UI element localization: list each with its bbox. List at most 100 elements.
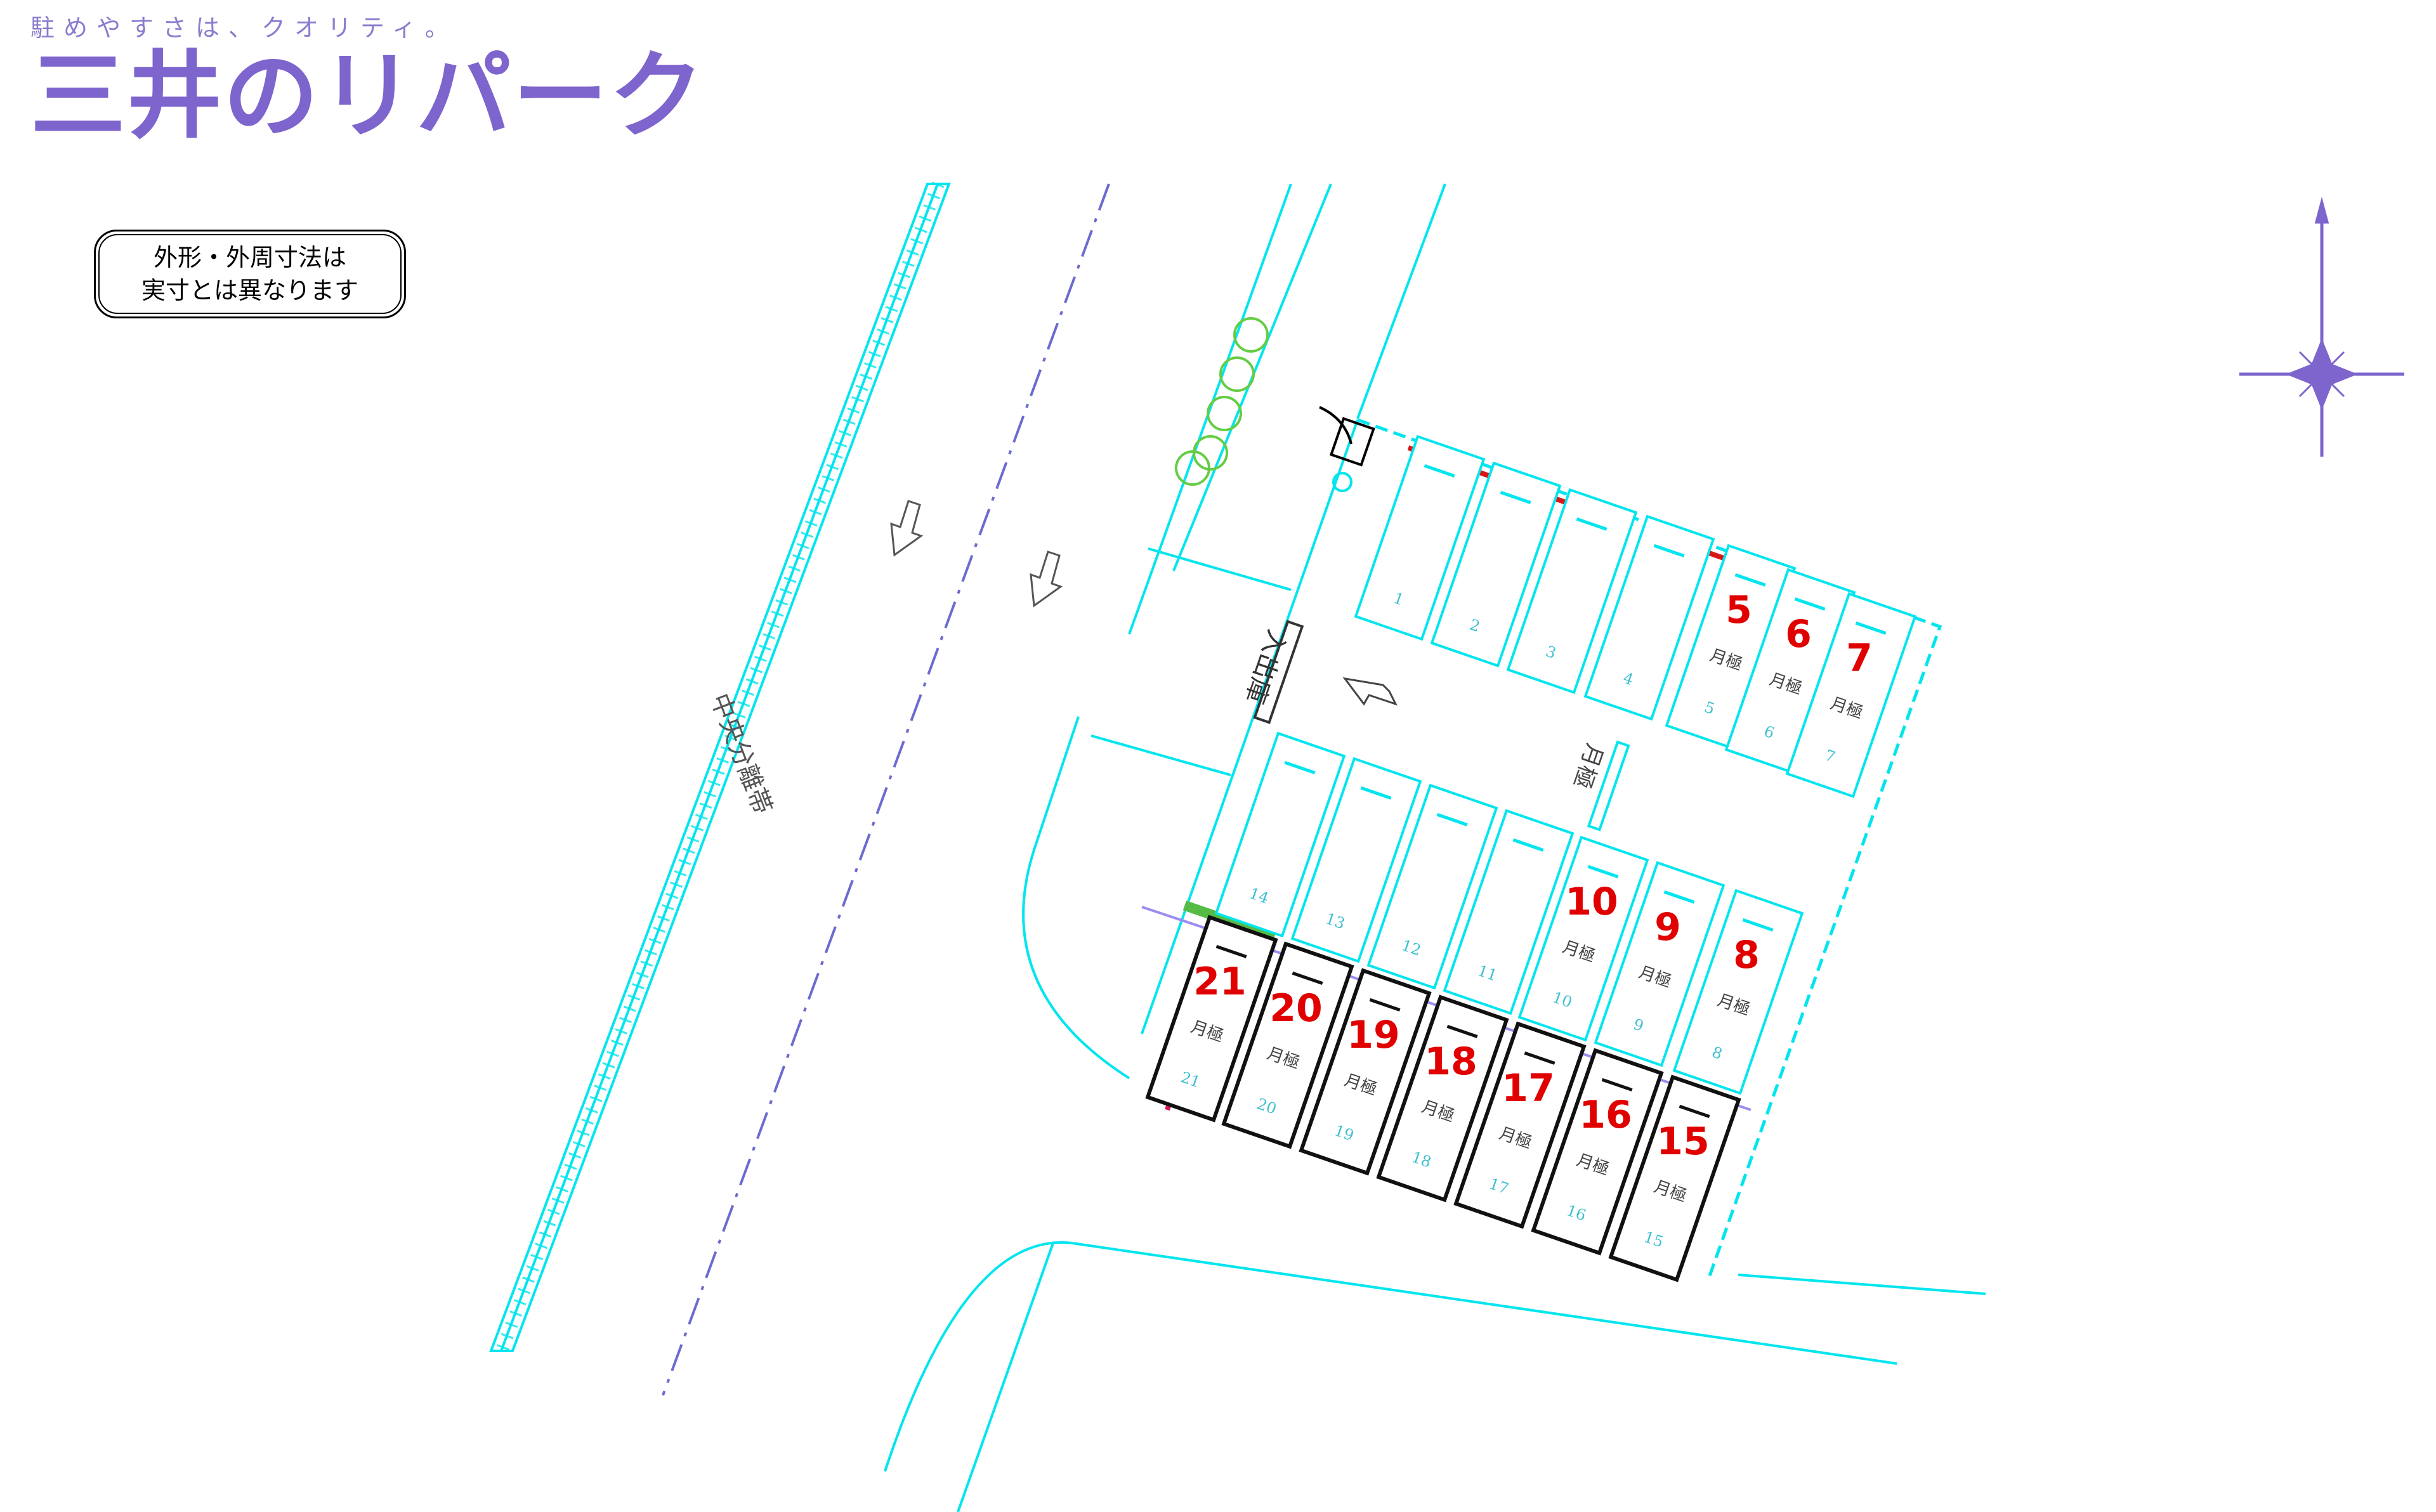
- parking-space-outline: [1214, 731, 1346, 938]
- wheel-stop: [1663, 890, 1695, 904]
- wheel-stop: [1512, 838, 1544, 852]
- wheel-stop: [1424, 464, 1455, 478]
- notice-line-2: 実寸とは異なります: [141, 277, 358, 304]
- parking-space-number: 5: [1726, 588, 1752, 632]
- road-edge-right: [662, 183, 1110, 1396]
- parking-space-number: 10: [1565, 880, 1618, 924]
- parking-space-number: 7: [1846, 636, 1873, 681]
- monthly-sign: 月極: [1568, 740, 1630, 831]
- parking-space-outline: [1299, 968, 1432, 1176]
- parking-space-outline: [1517, 835, 1649, 1042]
- wheel-stop: [1855, 621, 1887, 635]
- south-road-edge: [1071, 1242, 1897, 1365]
- gate-booth: [1319, 406, 1375, 492]
- parking-space-outline: [1221, 941, 1354, 1149]
- parking-space-number: 6: [1785, 612, 1812, 656]
- wheel-stop: [1215, 944, 1247, 958]
- parking-space-4[interactable]: 4: [1583, 514, 1715, 721]
- parking-space-outline: [1354, 434, 1486, 641]
- parking-space-1[interactable]: 1: [1354, 434, 1486, 641]
- parking-space-outline: [1506, 488, 1638, 694]
- parking-space-number: 21: [1193, 960, 1247, 1004]
- parking-space-2[interactable]: 2: [1430, 461, 1562, 668]
- parking-space-number: 18: [1424, 1040, 1477, 1084]
- wheel-stop: [1446, 1024, 1478, 1038]
- parking-space-14[interactable]: 14: [1214, 731, 1346, 938]
- brand-tagline: 駐めやすさは、クオリティ。: [30, 14, 458, 42]
- parking-space-number: 9: [1654, 905, 1681, 949]
- wheel-stop: [1284, 760, 1316, 774]
- notice-line-1: 外形・外周寸法は: [153, 244, 346, 271]
- wheel-stop: [1436, 812, 1468, 826]
- parking-space-3[interactable]: 3: [1506, 488, 1638, 694]
- parking-space-outline: [1376, 994, 1509, 1202]
- parking-space-number: 15: [1656, 1119, 1710, 1164]
- parking-space-11[interactable]: 11: [1443, 809, 1575, 1015]
- traffic-arrow-1: [890, 500, 924, 557]
- wheel-stop: [1360, 786, 1392, 800]
- parking-space-outline: [1145, 915, 1278, 1123]
- corner-curve-2: [884, 1241, 1073, 1472]
- dimension-notice-inner: 外形・外周寸法は 実寸とは異なります: [98, 234, 402, 314]
- parking-space-outline: [1430, 461, 1562, 668]
- shrub-5: [1175, 450, 1210, 486]
- parking-space-outline: [1594, 861, 1726, 1067]
- wheel-stop: [1679, 1104, 1710, 1118]
- parking-space-13[interactable]: 13: [1290, 757, 1422, 963]
- wheel-stop: [1601, 1078, 1633, 1092]
- parking-space-outline: [1583, 514, 1715, 721]
- driveway-line-2: [1090, 734, 1231, 776]
- wheel-stop: [1500, 490, 1531, 504]
- traffic-arrows: [890, 500, 1063, 608]
- parking-space-number: 16: [1579, 1093, 1632, 1137]
- parking-space-12[interactable]: 12: [1366, 783, 1498, 990]
- dimension-notice: 外形・外周寸法は 実寸とは異なります: [94, 230, 406, 318]
- shrub-3: [1207, 396, 1242, 431]
- monthly-sign-label: 月極: [1568, 740, 1608, 792]
- traffic-arrow-2: [1030, 551, 1063, 608]
- south-road-edge-3: [1738, 1274, 1986, 1295]
- parking-space-outline: [1366, 783, 1498, 990]
- parking-space-outline: [1608, 1074, 1741, 1282]
- driveway-line-1: [1148, 547, 1292, 591]
- parking-spaces: 12345月極56月極67月極71413121110月極109月極98月極821…: [1145, 434, 1917, 1282]
- shrub-2: [1219, 356, 1255, 392]
- wheel-stop: [1587, 864, 1619, 878]
- entrance-arrow-icon: [1342, 677, 1398, 706]
- corner-curve-1: [1022, 716, 1130, 1079]
- shrubs: [1175, 317, 1269, 486]
- parking-space-number: 17: [1502, 1066, 1555, 1111]
- parking-space-outline: [1443, 809, 1575, 1015]
- shrub-1: [1233, 317, 1269, 353]
- parking-space-outline: [1785, 592, 1917, 798]
- parking-space-outline: [1531, 1048, 1664, 1256]
- sidewalk-line-2: [1356, 183, 1446, 419]
- south-road-edge-2: [957, 1242, 1054, 1512]
- road-edge-left: [500, 183, 939, 1352]
- parking-space-number: 8: [1733, 933, 1760, 977]
- wheel-stop: [1292, 971, 1323, 985]
- wheel-stop: [1576, 517, 1608, 531]
- parking-space-outline: [1290, 757, 1422, 963]
- parking-space-outline: [1453, 1021, 1587, 1229]
- wheel-stop: [1734, 573, 1766, 587]
- entrance-sign: 入出庫: [1239, 620, 1398, 724]
- wheel-stop: [1369, 998, 1401, 1012]
- parking-space-outline: [1672, 889, 1804, 1095]
- north-arrow-icon: [2239, 197, 2404, 457]
- wheel-stop: [1653, 544, 1685, 557]
